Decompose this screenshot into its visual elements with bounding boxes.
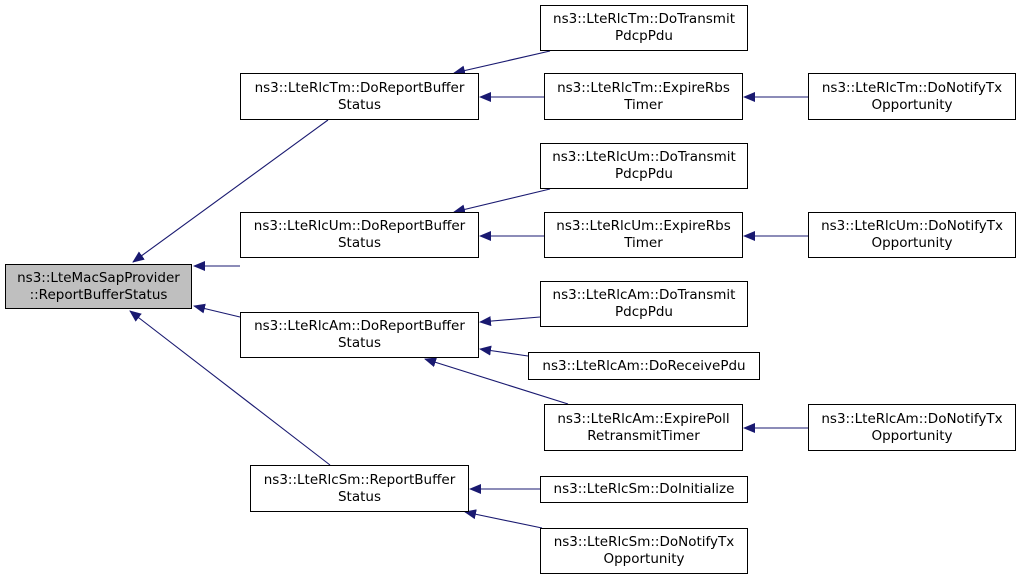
edge-am_receive-to-am_report — [479, 345, 529, 357]
node-am-do-notify-tx-opportunity[interactable]: ns3::LteRlcAm::DoNotifyTx Opportunity — [808, 404, 1016, 451]
node-tm-do-report-buffer-status[interactable]: ns3::LteRlcTm::DoReportBuffer Status — [240, 73, 479, 120]
node-label: Opportunity — [871, 96, 953, 113]
node-label: ns3::LteRlcTm::ExpireRbs — [557, 79, 730, 96]
node-label: Status — [337, 235, 382, 251]
node-label: Status — [337, 96, 382, 113]
node-label: ns3::LteRlcSm::ReportBuffer — [263, 471, 456, 488]
node-report-buffer-status: ns3::LteMacSapProvider ::ReportBufferSta… — [5, 264, 192, 309]
node-label: ns3::LteRlcUm::DoTransmit — [552, 149, 736, 165]
edge-tm_report-to-root — [132, 119, 329, 263]
node-label: Status — [337, 335, 382, 351]
edge-am_expire-to-am_report — [424, 357, 569, 405]
node-label: Opportunity — [603, 551, 685, 567]
node-label: ns3::LteRlcUm::ExpireRbs — [556, 218, 731, 234]
edge-tm_transmit-to-tm_report — [453, 50, 551, 76]
node-am-do-report-buffer-status[interactable]: ns3::LteRlcAm::DoReportBuffer Status — [240, 312, 479, 358]
node-label: Status — [337, 488, 382, 505]
node-um-do-notify-tx-opportunity[interactable]: ns3::LteRlcUm::DoNotifyTx Opportunity — [808, 212, 1016, 258]
node-label: ns3::LteRlcSm::DoNotifyTx — [553, 534, 735, 550]
node-label: ns3::LteRlcTm::DoReportBuffer — [254, 79, 465, 96]
node-label: ::ReportBufferStatus — [29, 286, 168, 303]
node-sm-do-initialize[interactable]: ns3::LteRlcSm::DoInitialize — [540, 476, 748, 503]
edge-am_report-to-root — [193, 303, 241, 318]
node-label: ns3::LteRlcUm::DoNotifyTx — [821, 218, 1003, 234]
node-label: ns3::LteRlcAm::DoReportBuffer — [254, 318, 465, 334]
node-sm-report-buffer-status[interactable]: ns3::LteRlcSm::ReportBuffer Status — [250, 465, 469, 512]
node-label: ns3::LteRlcAm::DoNotifyTx — [821, 410, 1003, 427]
node-tm-do-transmit-pdcp-pdu[interactable]: ns3::LteRlcTm::DoTransmit PdcpPdu — [540, 5, 748, 51]
node-label: ns3::LteRlcUm::DoReportBuffer — [253, 218, 466, 234]
node-am-expire-poll-retransmit-timer[interactable]: ns3::LteRlcAm::ExpirePoll RetransmitTime… — [544, 404, 743, 451]
node-label: ns3::LteRlcTm::DoTransmit — [553, 11, 735, 27]
node-label: ns3::LteRlcTm::DoNotifyTx — [821, 79, 1003, 96]
edge-am_transmit-to-am_report — [479, 316, 541, 327]
node-label: PdcpPdu — [615, 28, 673, 44]
node-label: Opportunity — [871, 235, 953, 251]
node-um-do-transmit-pdcp-pdu[interactable]: ns3::LteRlcUm::DoTransmit PdcpPdu — [540, 143, 748, 189]
node-label: ns3::LteRlcAm::DoReceivePdu — [542, 357, 746, 374]
node-tm-do-notify-tx-opportunity[interactable]: ns3::LteRlcTm::DoNotifyTx Opportunity — [808, 73, 1016, 120]
node-um-expire-rbs-timer[interactable]: ns3::LteRlcUm::ExpireRbs Timer — [544, 212, 743, 258]
node-label: PdcpPdu — [615, 166, 673, 182]
node-label: ns3::LteMacSapProvider — [17, 269, 180, 286]
node-label: RetransmitTimer — [587, 427, 700, 444]
node-label: ns3::LteRlcSm::DoInitialize — [553, 481, 735, 497]
node-label: ns3::LteRlcAm::DoTransmit — [552, 287, 736, 303]
node-am-do-transmit-pdcp-pdu[interactable]: ns3::LteRlcAm::DoTransmit PdcpPdu — [540, 281, 748, 327]
node-label: Opportunity — [871, 427, 953, 444]
node-label: Timer — [624, 96, 663, 113]
node-tm-expire-rbs-timer[interactable]: ns3::LteRlcTm::ExpireRbs Timer — [544, 73, 743, 120]
node-label: Timer — [624, 235, 663, 251]
node-label: ns3::LteRlcAm::ExpirePoll — [557, 410, 730, 427]
edge-sm_notify-to-sm_report — [464, 509, 543, 529]
node-sm-do-notify-tx-opportunity[interactable]: ns3::LteRlcSm::DoNotifyTx Opportunity — [540, 528, 748, 574]
edge-sm_report-to-root — [129, 310, 331, 466]
node-am-do-receive-pdu[interactable]: ns3::LteRlcAm::DoReceivePdu — [528, 352, 760, 380]
edge-um_transmit-to-um_report — [453, 188, 551, 215]
node-label: PdcpPdu — [615, 304, 673, 320]
node-um-do-report-buffer-status[interactable]: ns3::LteRlcUm::DoReportBuffer Status — [240, 212, 479, 258]
